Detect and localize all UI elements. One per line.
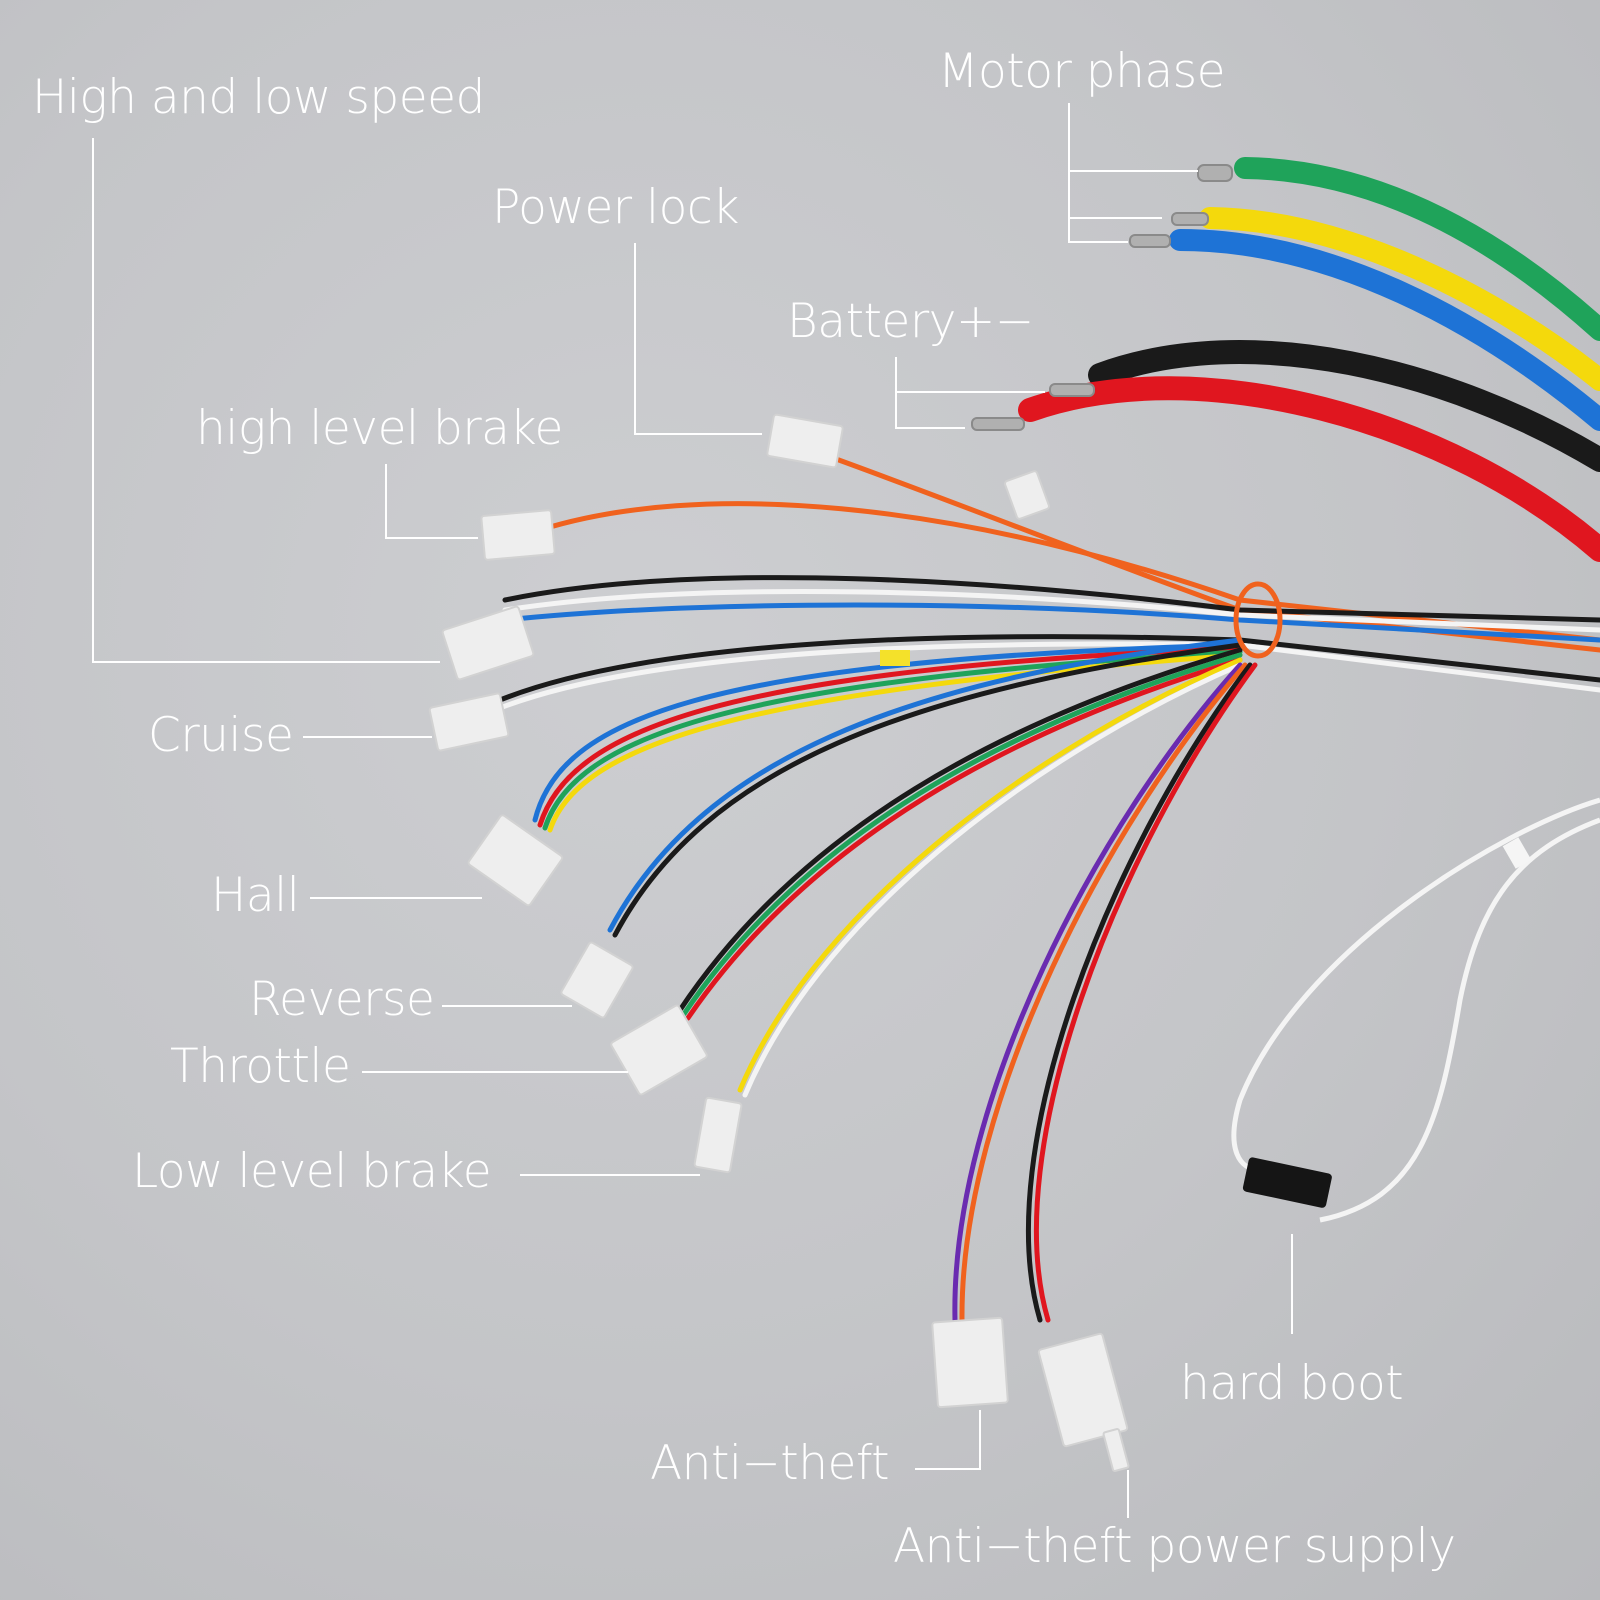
connector-anti-theft-power (1037, 1332, 1129, 1448)
label-high-level-brake: high level brake (196, 401, 563, 456)
label-motor-phase: Motor phase (938, 44, 1226, 99)
label-hall: Hall (211, 868, 300, 923)
ring-terminals (971, 164, 1233, 431)
battery-wires (1018, 340, 1600, 562)
orange-tie-knot (1233, 581, 1283, 659)
connector-anti-theft (931, 1316, 1009, 1409)
connector-low-level-brake (693, 1096, 743, 1174)
connector-high-low-speed (441, 605, 535, 681)
wire-yellow (1199, 207, 1600, 391)
connector-high-level-brake (480, 509, 556, 561)
label-anti-theft: Anti−theft (650, 1436, 890, 1491)
label-throttle: Throttle (170, 1039, 351, 1094)
connector-reverse (560, 941, 634, 1019)
connector-cruise (428, 692, 510, 752)
leader-battery (895, 357, 965, 429)
leader-high-level-brake (385, 464, 478, 539)
label-cruise: Cruise (148, 708, 294, 763)
leader-power-lock (634, 243, 762, 435)
connector-hall (467, 814, 564, 907)
label-high-low-speed: High and low speed (32, 70, 485, 125)
connectors (428, 413, 1130, 1472)
label-hard-boot: hard boot (1180, 1356, 1404, 1411)
wire-blue (1169, 229, 1600, 431)
leader-anti-theft (915, 1410, 981, 1470)
connector-loose-tag (1004, 470, 1050, 520)
yellow-sleeve (880, 650, 910, 666)
connector-anti-theft-power-pin (1102, 1428, 1130, 1472)
motor-phase-wires (1169, 157, 1600, 431)
label-low-level-brake: Low level brake (132, 1144, 492, 1199)
leader-motor-phase (1068, 103, 1128, 243)
label-anti-theft-power: Anti−theft power supply (893, 1519, 1456, 1574)
leader-lines (92, 103, 1293, 1518)
wire-green (1234, 157, 1600, 341)
leader-high-low-speed (92, 138, 440, 663)
hard-boot-connector (1242, 1157, 1332, 1208)
hard-boot-loop (1231, 797, 1600, 1223)
wire-label-tag (1502, 837, 1532, 869)
label-battery: Battery+− (787, 294, 1034, 349)
connector-power-lock (766, 413, 844, 469)
signal-wires (497, 452, 1600, 1323)
connector-throttle (610, 1004, 708, 1096)
wire-red (1018, 376, 1600, 562)
label-power-lock: Power lock (492, 180, 739, 235)
label-reverse: Reverse (249, 972, 435, 1027)
wire-black (1088, 340, 1600, 472)
